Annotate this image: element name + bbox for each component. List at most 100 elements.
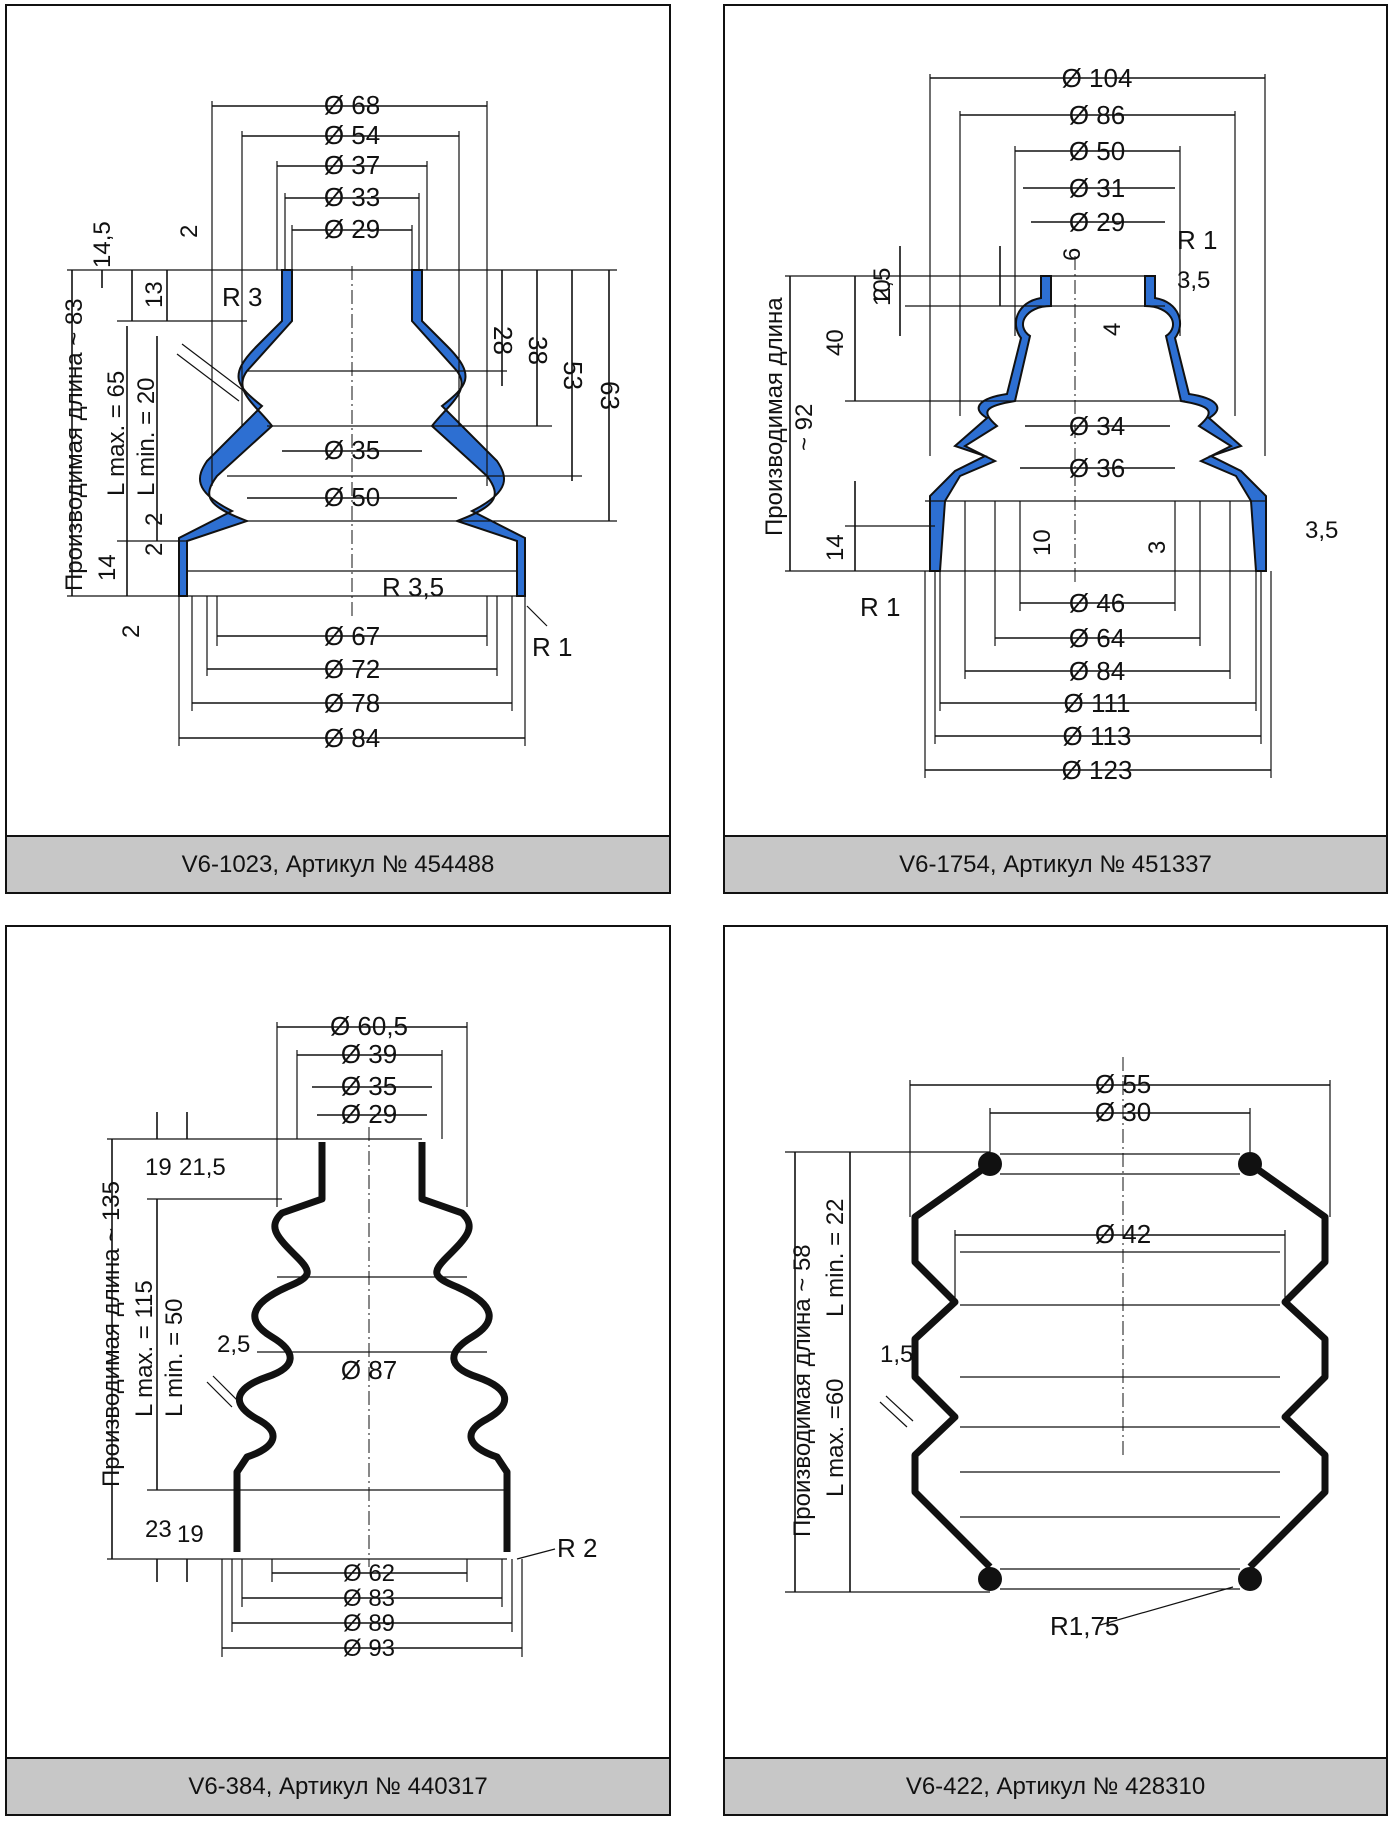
svg-text:Ø 67: Ø 67 xyxy=(324,621,380,651)
svg-text:Ø 50: Ø 50 xyxy=(324,482,380,512)
top-dimensions-2: Ø 104 Ø 86 Ø 50 Ø 31 Ø 29 xyxy=(929,63,1266,456)
svg-text:63: 63 xyxy=(595,381,625,410)
right-heights-1: 28 38 53 63 xyxy=(488,270,625,521)
caption-v6-1023: V6-1023, Артикул № 454488 xyxy=(7,835,669,892)
svg-text:Ø 55: Ø 55 xyxy=(1095,1069,1151,1099)
svg-text:14: 14 xyxy=(94,554,121,581)
boot-drawing-3: Ø 60,5 Ø 39 Ø 35 Ø 29 Ø 87 Ø 62 Ø 83 Ø 8… xyxy=(98,1011,597,1662)
svg-text:Ø 84: Ø 84 xyxy=(1069,656,1125,686)
top-dimensions-3: Ø 60,5 Ø 39 Ø 35 Ø 29 xyxy=(276,1011,468,1207)
svg-text:Ø 84: Ø 84 xyxy=(324,723,380,753)
svg-text:Ø 89: Ø 89 xyxy=(343,1610,395,1637)
svg-text:21,5: 21,5 xyxy=(179,1154,226,1181)
svg-text:L min. = 22: L min. = 22 xyxy=(822,1198,849,1317)
svg-text:Ø 39: Ø 39 xyxy=(341,1039,397,1069)
top-dimensions-1: Ø 68 Ø 54 Ø 37 Ø 33 Ø 29 xyxy=(211,90,488,486)
svg-text:Ø 87: Ø 87 xyxy=(341,1355,397,1385)
svg-text:3,5: 3,5 xyxy=(1305,517,1338,544)
svg-text:Производимая длина ~ 135: Производимая длина ~ 135 xyxy=(98,1181,125,1487)
drawing-panel-v6-422: Ø 55 Ø 30 Ø 42 Производимая длина ~ 58 L… xyxy=(723,925,1388,1816)
svg-text:14: 14 xyxy=(822,534,849,561)
caption-v6-422: V6-422, Артикул № 428310 xyxy=(725,1757,1386,1814)
svg-text:Ø 29: Ø 29 xyxy=(341,1099,397,1129)
boot-drawing-4: Ø 55 Ø 30 Ø 42 Производимая длина ~ 58 L… xyxy=(785,1057,1331,1641)
svg-text:Ø 104: Ø 104 xyxy=(1062,63,1133,93)
svg-text:2,5: 2,5 xyxy=(217,1331,250,1358)
svg-text:3,5: 3,5 xyxy=(1177,267,1210,294)
svg-text:Ø 35: Ø 35 xyxy=(324,435,380,465)
svg-text:Ø 36: Ø 36 xyxy=(1069,453,1125,483)
svg-text:L min. = 20: L min. = 20 xyxy=(133,377,160,496)
caption-v6-1754: V6-1754, Артикул № 451337 xyxy=(725,835,1386,892)
drawing-panel-v6-384: Ø 60,5 Ø 39 Ø 35 Ø 29 Ø 87 Ø 62 Ø 83 Ø 8… xyxy=(5,925,671,1816)
svg-text:Ø 46: Ø 46 xyxy=(1069,588,1125,618)
svg-text:Производимая длина ~ 58: Производимая длина ~ 58 xyxy=(789,1244,816,1537)
svg-text:1,5: 1,5 xyxy=(880,1341,913,1368)
radius-label-r1-bottom: R 1 xyxy=(860,592,900,622)
svg-text:Ø 35: Ø 35 xyxy=(341,1071,397,1101)
svg-text:Ø 31: Ø 31 xyxy=(1069,173,1125,203)
svg-text:Ø 29: Ø 29 xyxy=(324,214,380,244)
radius-label-r3: R 3 xyxy=(222,282,262,312)
svg-text:53: 53 xyxy=(558,361,588,390)
svg-text:Ø 78: Ø 78 xyxy=(324,688,380,718)
svg-text:Ø 29: Ø 29 xyxy=(1069,207,1125,237)
svg-text:Ø 62: Ø 62 xyxy=(343,1560,395,1587)
caption-v6-384: V6-384, Артикул № 440317 xyxy=(7,1757,669,1814)
svg-text:13: 13 xyxy=(141,281,168,308)
bottom-dimensions-1: Ø 67 Ø 72 Ø 78 Ø 84 xyxy=(178,596,526,753)
svg-text:28: 28 xyxy=(488,326,518,355)
svg-text:2: 2 xyxy=(118,625,145,638)
radius-label-r35: R 3,5 xyxy=(382,572,444,602)
svg-text:Ø 86: Ø 86 xyxy=(1069,100,1125,130)
svg-text:Ø 50: Ø 50 xyxy=(1069,136,1125,166)
svg-text:Ø 111: Ø 111 xyxy=(1064,688,1131,718)
svg-text:L max. = 65: L max. = 65 xyxy=(103,371,130,496)
svg-text:14,5: 14,5 xyxy=(89,221,116,268)
svg-text:Ø 113: Ø 113 xyxy=(1063,721,1132,751)
svg-text:10: 10 xyxy=(1029,529,1056,556)
drawing-panel-v6-1754: Ø 104 Ø 86 Ø 50 Ø 31 Ø 29 Ø 34 Ø 36 xyxy=(723,4,1388,894)
svg-text:Производимая длина: Производимая длина xyxy=(761,297,788,536)
svg-text:Ø 93: Ø 93 xyxy=(343,1635,395,1662)
svg-text:Ø 37: Ø 37 xyxy=(324,150,380,180)
left-dimensions-1: 14,5 13 2 2 14 2 2 Производимая длина ~ … xyxy=(61,221,292,638)
svg-text:Ø 83: Ø 83 xyxy=(343,1585,395,1612)
left-dimensions-2: 2,5 6 10 40 4 14 10 3 3,5 3,5 Производим… xyxy=(761,246,1338,571)
svg-text:Ø 68: Ø 68 xyxy=(324,90,380,120)
svg-text:Ø 42: Ø 42 xyxy=(1095,1219,1151,1249)
svg-text:Ø 33: Ø 33 xyxy=(324,182,380,212)
svg-text:2: 2 xyxy=(141,543,168,556)
svg-text:19: 19 xyxy=(177,1521,204,1548)
top-dimensions-4: Ø 55 Ø 30 Ø 42 xyxy=(909,1069,1331,1302)
svg-text:40: 40 xyxy=(822,329,849,356)
svg-text:L min. = 50: L min. = 50 xyxy=(161,1298,188,1417)
svg-text:~ 92: ~ 92 xyxy=(791,404,818,451)
svg-text:Ø 123: Ø 123 xyxy=(1062,755,1133,785)
radius-label-r2: R 2 xyxy=(557,1533,597,1563)
svg-text:2: 2 xyxy=(141,513,168,526)
svg-text:Производимая длина ~ 83: Производимая длина ~ 83 xyxy=(61,298,88,591)
svg-text:L max. = 115: L max. = 115 xyxy=(131,1280,158,1417)
svg-text:2,5: 2,5 xyxy=(869,268,896,301)
drawing-panel-v6-1023: Ø 68 Ø 54 Ø 37 Ø 33 Ø 29 Ø 35 Ø 50 28 38… xyxy=(5,4,671,894)
bottom-dimensions-3: Ø 62 Ø 83 Ø 89 Ø 93 xyxy=(221,1559,523,1662)
boot-drawing-1: Ø 68 Ø 54 Ø 37 Ø 33 Ø 29 Ø 35 Ø 50 28 38… xyxy=(61,90,625,753)
bottom-dimensions-2: Ø 46 Ø 64 Ø 84 Ø 111 Ø 113 Ø 123 xyxy=(924,501,1272,785)
svg-text:L max. =60: L max. =60 xyxy=(822,1378,849,1497)
boot-drawing-2: Ø 104 Ø 86 Ø 50 Ø 31 Ø 29 Ø 34 Ø 36 xyxy=(761,63,1338,785)
svg-text:38: 38 xyxy=(523,336,553,365)
radius-label-r1-top: R 1 xyxy=(1177,225,1217,255)
left-dimensions-3: 19 21,5 2,5 23 19 Производимая длина ~ 1… xyxy=(98,1112,322,1582)
radius-label-r175: R1,75 xyxy=(1050,1611,1119,1641)
svg-text:19: 19 xyxy=(145,1154,172,1181)
boot-profile-4 xyxy=(911,1161,993,1570)
svg-text:Ø 72: Ø 72 xyxy=(324,654,380,684)
left-dimensions-4: Производимая длина ~ 58 L max. =60 L min… xyxy=(785,1151,990,1593)
svg-text:Ø 64: Ø 64 xyxy=(1069,623,1125,653)
boot-profile-3 xyxy=(233,1142,326,1552)
svg-text:2: 2 xyxy=(176,225,203,238)
svg-text:Ø 34: Ø 34 xyxy=(1069,411,1125,441)
svg-text:4: 4 xyxy=(1099,323,1126,336)
svg-text:Ø 60,5: Ø 60,5 xyxy=(330,1011,408,1041)
